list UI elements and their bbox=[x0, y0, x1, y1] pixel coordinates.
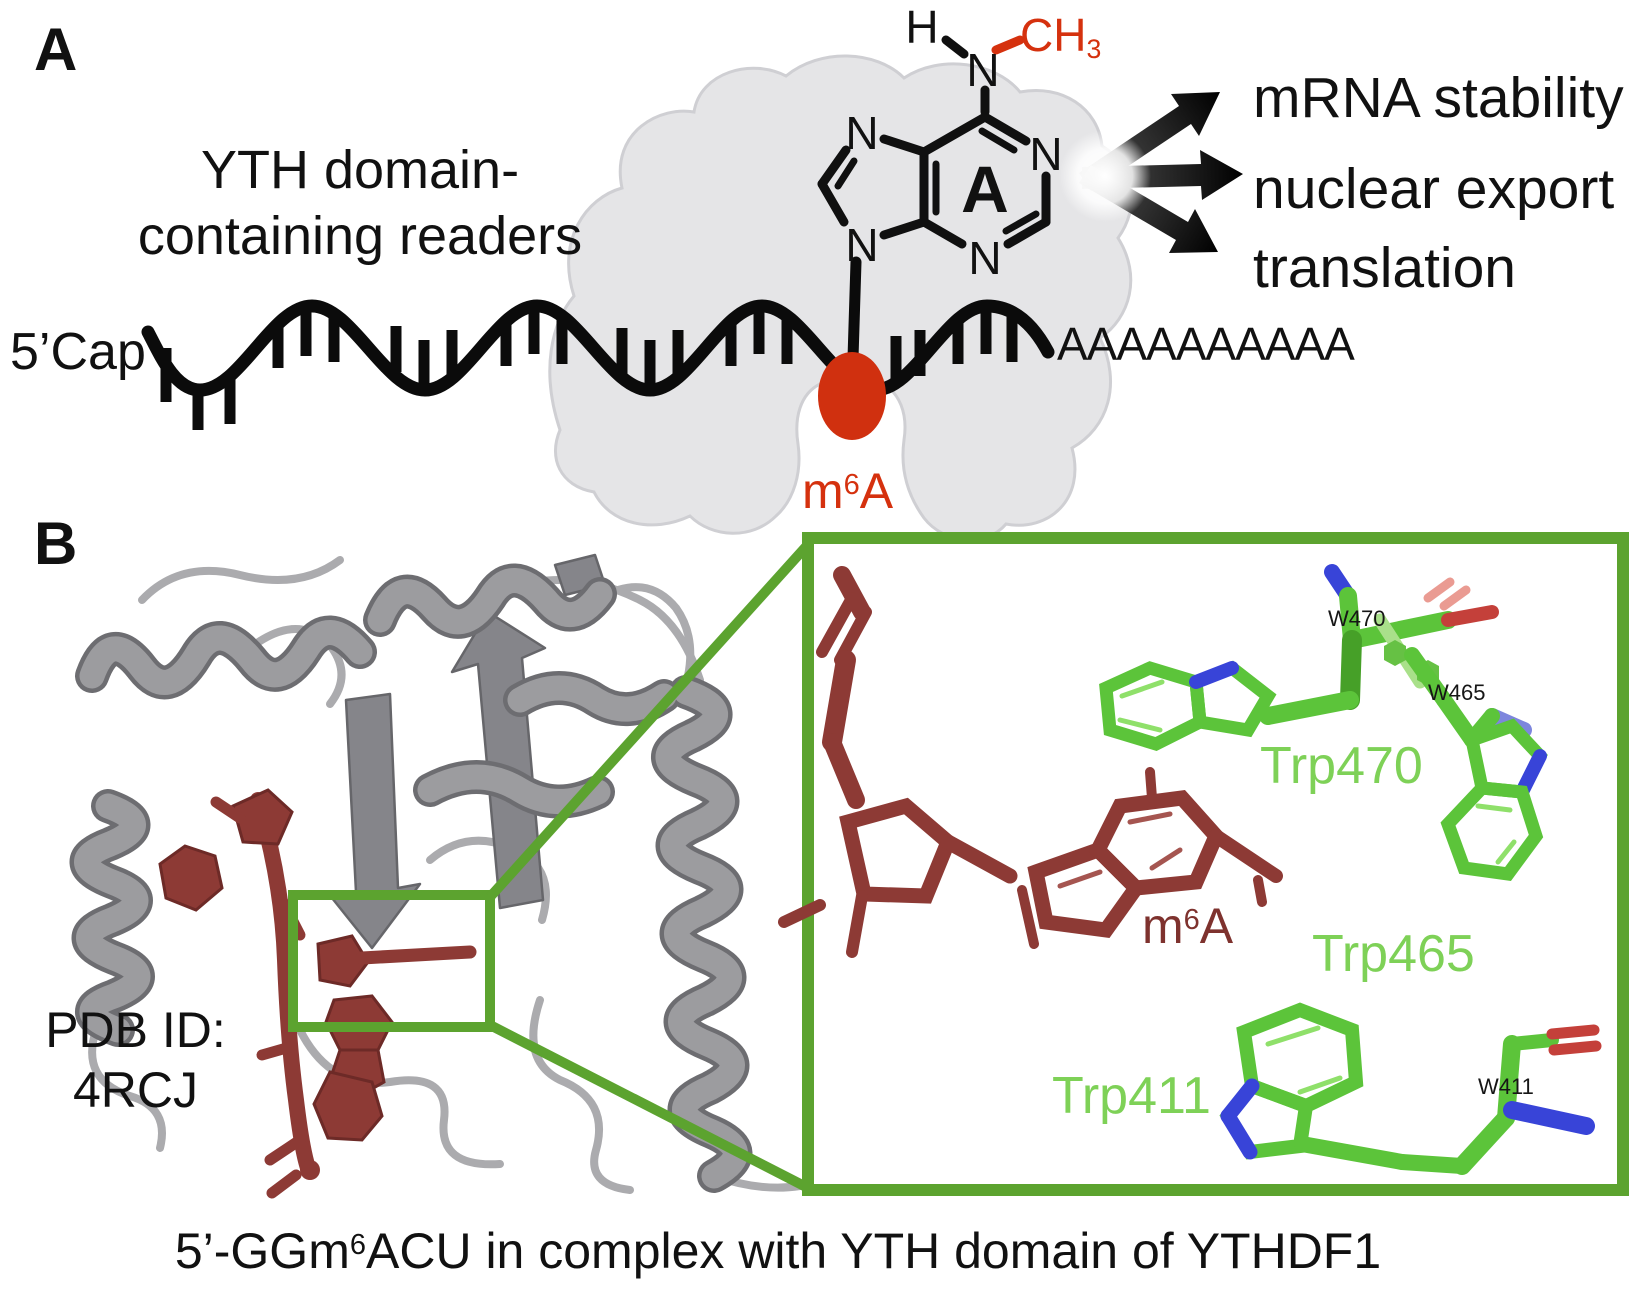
ring-n7-label: N bbox=[845, 107, 879, 159]
m6a-label-panel-a: m6A bbox=[802, 463, 894, 519]
ring-n3-label: N bbox=[968, 232, 1002, 284]
fate-arrows bbox=[1059, 92, 1243, 253]
inset-trp465-sticks bbox=[1404, 647, 1548, 881]
poly-a-tail-label: AAAAAAAAAA bbox=[1057, 318, 1355, 370]
reader-caption: YTH domain- containing readers bbox=[130, 138, 590, 270]
reader-caption-line2: containing readers bbox=[137, 205, 583, 266]
amine-n-label: N bbox=[966, 44, 1000, 96]
outcome-mrna-stability: mRNA stability bbox=[1253, 66, 1624, 130]
inset-trp470-sticks bbox=[1099, 564, 1499, 751]
inset-m6a-sticks bbox=[778, 566, 1283, 958]
residue-label-trp465: Trp465 bbox=[1312, 925, 1475, 983]
residue-label-trp411: Trp411 bbox=[1052, 1067, 1211, 1125]
five-prime-cap-label: 5’Cap bbox=[10, 323, 146, 381]
base-pair-ticks bbox=[160, 308, 1018, 430]
amine-h-label: H bbox=[905, 1, 939, 53]
pdb-id-line1: PDB ID: bbox=[45, 1002, 226, 1058]
inset-sticks bbox=[778, 564, 1602, 1175]
rna-sticks bbox=[158, 788, 477, 1199]
stick-tag-w465: W465 bbox=[1428, 680, 1486, 705]
m6a-label-inset: m6A bbox=[1142, 898, 1234, 954]
ring-n1-label: N bbox=[1029, 128, 1063, 180]
methyl-label: CH3 bbox=[1020, 9, 1102, 65]
m6a-site-marker bbox=[818, 256, 886, 440]
stick-tag-w470: W470 bbox=[1328, 606, 1386, 631]
stick-tag-w411: W411 bbox=[1478, 1074, 1534, 1099]
adenine-structure bbox=[817, 35, 1051, 249]
pdb-id-line2: 4RCJ bbox=[72, 1062, 199, 1118]
outcome-nuclear-export: nuclear export bbox=[1253, 157, 1615, 221]
zoom-source-box bbox=[288, 890, 495, 1032]
inset-trp411-sticks bbox=[1219, 1002, 1602, 1175]
figure-caption: 5’-GGm6ACU in complex with YTH domain of… bbox=[174, 1223, 1382, 1279]
reader-caption-line1: YTH domain- bbox=[200, 140, 520, 200]
ring-n9-label: N bbox=[845, 219, 879, 271]
pdb-id: PDB ID: 4RCJ bbox=[28, 1000, 243, 1120]
arrow-origin-glow bbox=[1059, 130, 1151, 222]
outcome-translation: translation bbox=[1253, 236, 1516, 300]
panel-a-label: A bbox=[34, 16, 78, 83]
mrna-wave bbox=[141, 299, 1055, 430]
panel-b-label: B bbox=[34, 510, 78, 577]
adenine-letter: A bbox=[961, 152, 1009, 226]
reader-protein-blob bbox=[548, 54, 1134, 542]
residue-label-trp470: Trp470 bbox=[1260, 737, 1423, 795]
zoom-callout bbox=[288, 536, 816, 1195]
